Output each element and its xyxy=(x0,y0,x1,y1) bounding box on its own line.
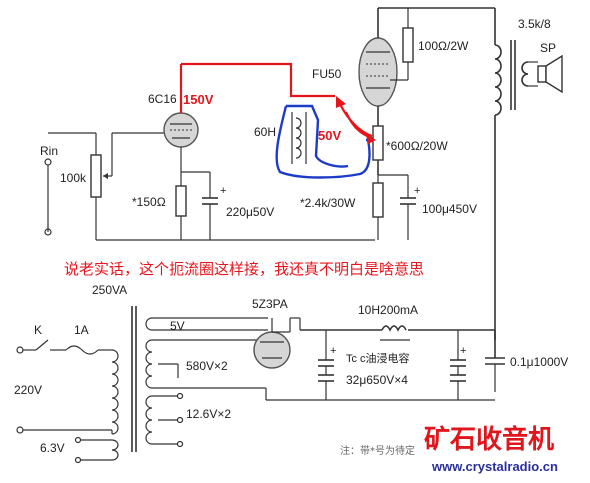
mains-switch[interactable] xyxy=(35,339,49,351)
cathode-resistor-label: *150Ω xyxy=(132,195,166,209)
screen-resistor-100 xyxy=(402,27,414,63)
output-transformer: 3.5k/8 SP xyxy=(494,8,563,340)
watermark-cn: 矿石收音机 xyxy=(424,424,554,455)
tube-6c16-label: 6C16 xyxy=(148,92,177,106)
power-transformer-label: 250VA xyxy=(92,283,127,297)
cap-100-label: 100μ450V xyxy=(422,202,477,216)
secondary-580v-label: 580V×2 xyxy=(186,359,228,373)
mains-voltage-label: 220V xyxy=(14,383,42,397)
tube-fu50-label: FU50 xyxy=(312,67,342,81)
resistor-600 xyxy=(372,125,384,161)
tube-fu50-envelope xyxy=(358,37,398,107)
driver-tube-6c16: 6C16 150V *150Ω + 220μ50V xyxy=(132,64,274,240)
choke-60h-label: 60H xyxy=(254,125,276,139)
output-tube-fu50: FU50 100Ω/2W xyxy=(312,7,495,126)
voltage-50v: 50V xyxy=(318,128,341,143)
screen-resistor-label: 100Ω/2W xyxy=(418,39,469,53)
choke-highlight-loop xyxy=(275,105,371,179)
mains-terminal-top xyxy=(16,346,24,354)
grid-choke-60h: 60H xyxy=(254,104,371,179)
mains-terminal-bottom xyxy=(16,426,24,434)
voltage-150v: 150V xyxy=(183,92,214,107)
rin-label: Rin xyxy=(40,144,58,158)
rectifier-tube-5z3pa xyxy=(253,331,291,369)
output-transformer-label: 3.5k/8 xyxy=(518,17,551,31)
cathode-resistor-150 xyxy=(175,185,187,217)
fu50-cathode-network: *600Ω/20W *2.4k/30W + 100μ450V xyxy=(300,125,477,240)
svg-text:+: + xyxy=(330,345,336,357)
speaker-label: SP xyxy=(540,41,556,55)
svg-text:+: + xyxy=(220,185,226,197)
resistor-2k4 xyxy=(372,182,384,218)
svg-text:+: + xyxy=(414,185,420,197)
secondary-5v-label: 5V xyxy=(170,319,185,333)
switch-label: K xyxy=(34,323,42,337)
voltage-50v-annotation: 50V xyxy=(318,96,376,144)
site-watermark: 矿石收音机 www.crystalradio.cn xyxy=(424,424,558,474)
rectifier-label: 5Z3PA xyxy=(252,297,288,311)
fuse-label: 1A xyxy=(74,323,89,337)
power-supply: 250VA K 1A 220V 6.3V 5V xyxy=(14,283,568,464)
pot-label: 100k xyxy=(60,171,87,185)
bypass-cap-220-label: 220μ50V xyxy=(226,205,274,219)
filter-choke-label: 10H200mA xyxy=(358,303,418,317)
forum-comment: 说老实话，这个扼流圈这样接，我还真不明白是啥意思 xyxy=(64,260,424,278)
speaker-magnet xyxy=(537,65,547,83)
caps-value-label: 32μ650V×4 xyxy=(346,373,408,387)
resistor-2k4-label: *2.4k/30W xyxy=(300,196,356,210)
driver-plate-wire xyxy=(181,62,335,98)
filter-capacitors: + + Tc c油浸电容 32μ650V×4 xyxy=(318,330,466,400)
cap-01-label: 0.1μ1000V xyxy=(510,355,568,369)
secondary-126v-label: 12.6V×2 xyxy=(186,407,231,421)
svg-text:+: + xyxy=(460,345,466,357)
heater-63v-label: 6.3V xyxy=(40,441,65,455)
watermark-url: www.crystalradio.cn xyxy=(431,459,558,474)
caps-type-label: Tc c油浸电容 xyxy=(346,351,410,365)
footnote: 注：带*号为待定 xyxy=(340,444,415,457)
rin-terminal[interactable] xyxy=(44,158,52,166)
tube-6c16-envelope xyxy=(163,112,199,148)
speaker-cone xyxy=(545,54,563,94)
volume-potentiometer xyxy=(90,154,102,198)
resistor-600-label: *600Ω/20W xyxy=(386,139,448,153)
input-stage: Rin 100k xyxy=(40,132,375,241)
fuse xyxy=(65,345,99,355)
filter-choke xyxy=(381,325,407,332)
